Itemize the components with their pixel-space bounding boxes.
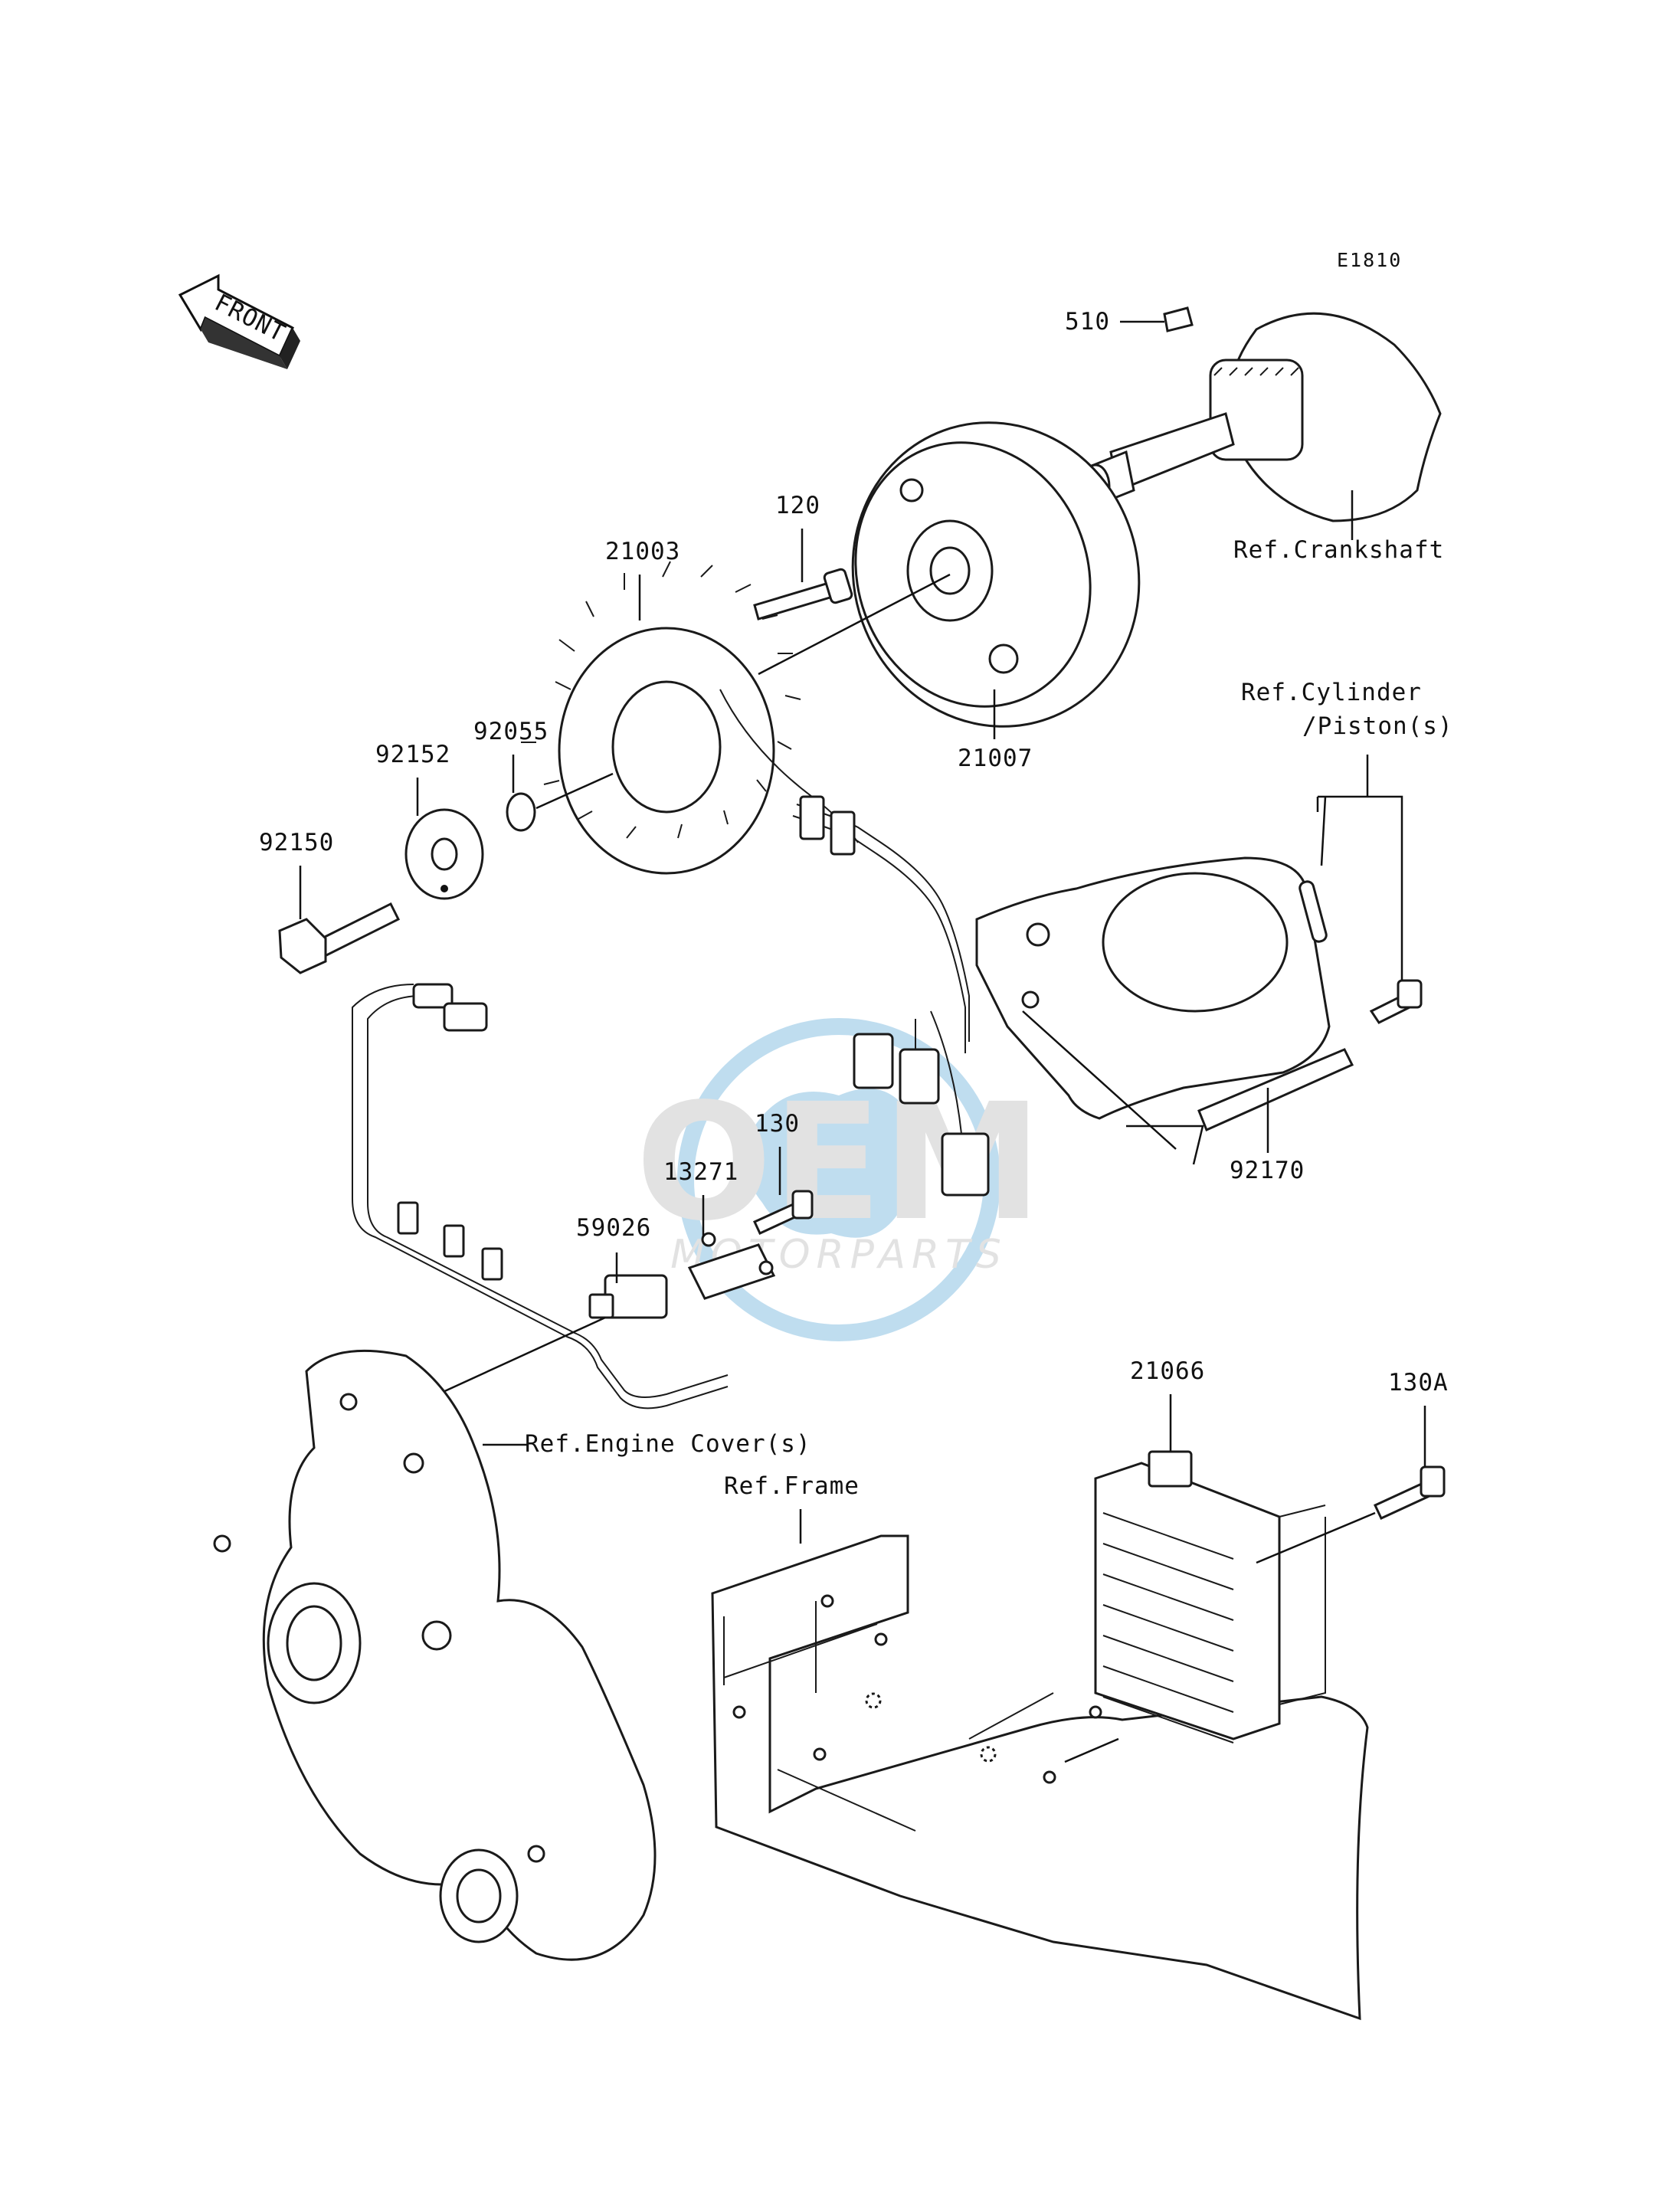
- label-120: 120: [775, 492, 820, 519]
- label-21066: 21066: [1130, 1357, 1205, 1385]
- stator-wire-harness: [792, 795, 990, 1197]
- bracket-13271: [687, 1232, 776, 1300]
- label-ref-crankshaft: Ref.Crankshaft: [1233, 536, 1444, 564]
- bolt-130: [753, 1190, 814, 1235]
- dowel-92170: [1197, 1048, 1354, 1132]
- label-59026: 59026: [576, 1214, 651, 1242]
- label-13271: 13271: [663, 1158, 738, 1186]
- label-ref-engine-cover: Ref.Engine Cover(s): [525, 1430, 811, 1458]
- crankshaft-ref: [1080, 312, 1442, 540]
- label-ref-cylinder-line1: Ref.Cylinder: [1241, 679, 1422, 706]
- label-92150: 92150: [259, 829, 334, 856]
- label-21007: 21007: [958, 745, 1033, 772]
- front-arrow-icon: FRONT: [178, 273, 300, 369]
- diagram-code: E1810: [1337, 249, 1402, 271]
- label-ref-frame: Ref.Frame: [724, 1472, 860, 1500]
- regulator-21066: [1094, 1450, 1326, 1744]
- woodruff-key-510: [1163, 306, 1194, 332]
- label-ref-cylinder-line2: /Piston(s): [1302, 712, 1453, 740]
- pickup-wire: [352, 983, 729, 1410]
- pickup-coil-59026: [588, 1274, 668, 1319]
- bolt-120: [753, 568, 853, 620]
- label-130: 130: [755, 1110, 800, 1138]
- plate-92152: [404, 808, 484, 900]
- label-21003: 21003: [605, 538, 680, 565]
- stator-21003: [521, 561, 859, 875]
- frame-ref: [711, 1534, 1369, 2021]
- bolt-92150: [278, 902, 401, 974]
- label-92152: 92152: [375, 741, 450, 768]
- cylinder-ref: [975, 856, 1331, 1120]
- engine-cover-ref: [213, 1349, 657, 1961]
- label-510: 510: [1065, 308, 1110, 336]
- label-92170: 92170: [1230, 1157, 1305, 1184]
- bolt-cylinder: [1369, 979, 1423, 1024]
- label-92055: 92055: [473, 718, 549, 745]
- o-ring-92055: [506, 792, 536, 832]
- bolt-130A: [1373, 1465, 1446, 1520]
- rotor-21007: [851, 421, 1141, 728]
- label-130A: 130A: [1388, 1369, 1449, 1396]
